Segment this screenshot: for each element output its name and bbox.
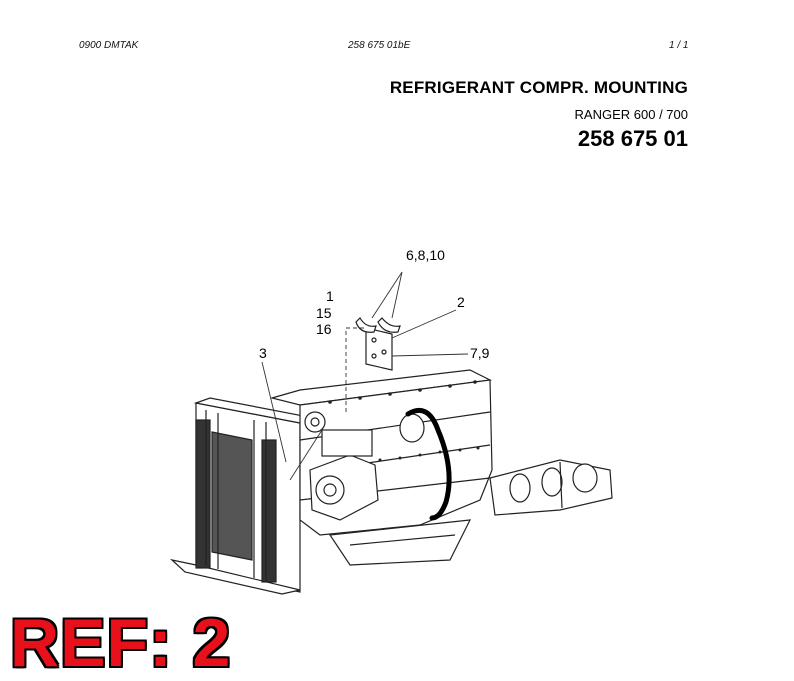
ref-label: REF: 2: [10, 605, 232, 681]
header-page-number: 1 / 1: [669, 40, 689, 51]
radiator-core-left: [195, 419, 211, 569]
mounting-plate: [365, 327, 393, 371]
refrigerant-hose: [405, 408, 452, 521]
radiator-core: [211, 431, 253, 561]
radiator-core-right: [261, 439, 277, 583]
callout-3: 3: [259, 345, 267, 361]
callout-15: 15: [316, 305, 332, 321]
callout-6-8-10: 6,8,10: [406, 247, 445, 263]
compressor-body: [321, 429, 373, 457]
hose-fitting: [399, 413, 425, 443]
clamp-left: [355, 317, 377, 333]
callout-16: 16: [316, 321, 332, 337]
callout-2: 2: [457, 294, 465, 310]
callout-1: 1: [326, 288, 334, 304]
bolt-row: [328, 380, 480, 462]
page-title: REFRIGERANT COMPR. MOUNTING: [389, 78, 688, 97]
header-left-code: 0900 DMTAK: [79, 40, 139, 51]
leader-lines: [261, 271, 469, 481]
engine-top: [269, 369, 493, 406]
machine-illustration: [170, 317, 613, 595]
oil-pan: [328, 519, 472, 566]
model-subtitle: RANGER 600 / 700: [574, 107, 688, 122]
part-number: 258 675 01: [577, 126, 688, 151]
callout-7-9: 7,9: [470, 345, 490, 361]
header-document-code: 258 675 01bE: [348, 40, 411, 51]
clamp-right: [377, 317, 401, 333]
